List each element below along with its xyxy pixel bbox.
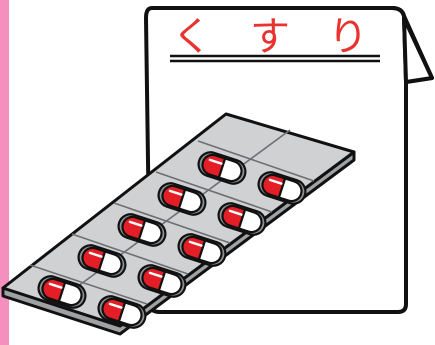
capsule <box>137 264 187 298</box>
capsule <box>37 275 87 309</box>
bag-flap <box>402 16 434 84</box>
side-accent-strip <box>0 0 9 345</box>
blister-pack <box>1 112 356 336</box>
capsule <box>177 233 227 267</box>
bag-fold <box>391 6 408 83</box>
capsule <box>97 295 147 329</box>
capsule <box>217 202 267 236</box>
capsule <box>117 213 167 247</box>
bag-label: くすり <box>172 14 368 60</box>
capsule-grid <box>37 151 307 329</box>
capsule <box>77 244 127 278</box>
blister-sheet <box>1 112 356 328</box>
capsule <box>257 171 307 205</box>
capsule <box>197 151 247 185</box>
capsule <box>157 182 207 216</box>
